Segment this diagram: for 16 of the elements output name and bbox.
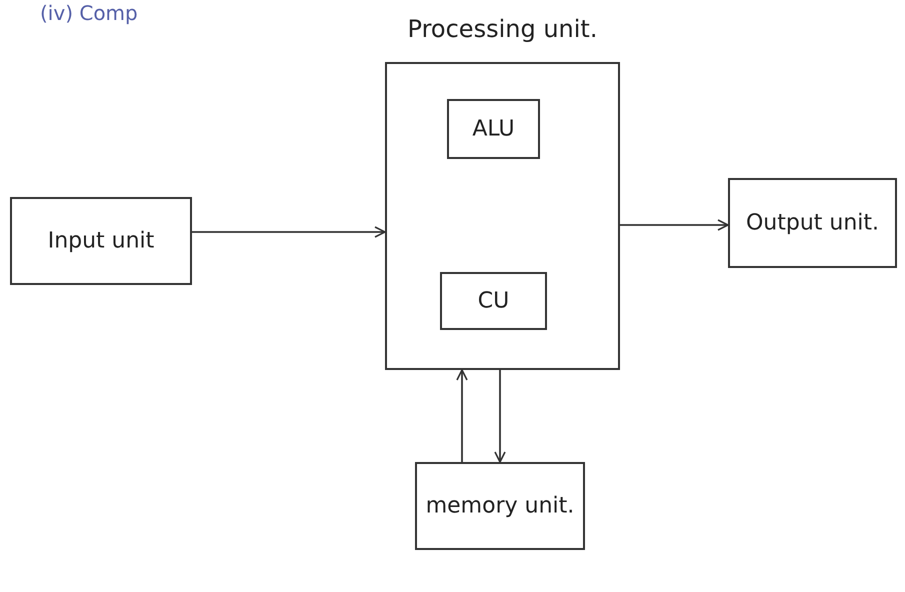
arrow — [456, 369, 468, 462]
node-label: CU — [476, 288, 510, 314]
unit-box — [440, 272, 547, 330]
arrow — [192, 226, 386, 238]
node-label: Output unit. — [744, 210, 880, 236]
cut-off-heading: (iv) Comp — [40, 2, 138, 25]
unit-box — [728, 178, 897, 268]
unit-box — [447, 99, 540, 159]
node-label: Processing unit. — [406, 16, 598, 44]
unit-box — [10, 197, 192, 285]
node-label: Input unit — [46, 228, 156, 254]
node-label: ALU — [471, 116, 516, 142]
arrow — [494, 370, 506, 463]
node-label: memory unit. — [424, 493, 576, 519]
arrow — [620, 219, 729, 231]
unit-box — [415, 462, 585, 550]
